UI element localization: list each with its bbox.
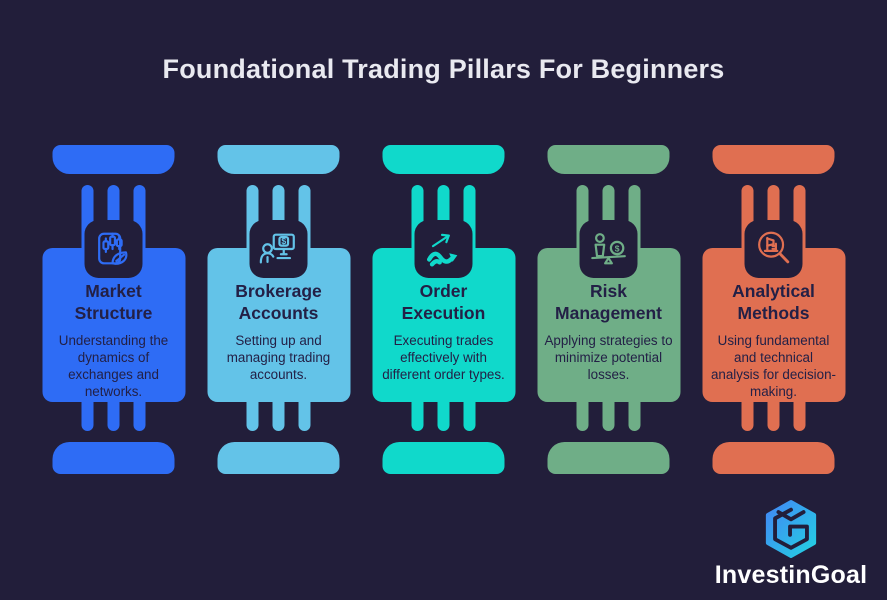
pillar-column-bar (133, 402, 146, 431)
pillar-columns-bottom (741, 402, 806, 431)
pillar-cap-top (52, 145, 175, 174)
pillar-cap-bottom (52, 442, 175, 474)
pillar-column-bar (298, 402, 311, 431)
order-arrows-icon (426, 233, 458, 267)
pillar-icon-box: $ (579, 220, 638, 278)
svg-text:$: $ (281, 236, 286, 246)
pillar-cap-bottom (382, 442, 505, 474)
pillar-column-bar (463, 402, 476, 431)
pillar-order-execution: Order Execution Executing trades effecti… (372, 145, 515, 475)
pillar-card-title: Risk Management (555, 281, 662, 324)
pillar-card-title: Order Execution (401, 281, 486, 324)
pillar-card-title: Brokerage Accounts (235, 281, 322, 324)
pillar-icon-box (414, 220, 473, 278)
pillars-row: Market Structure Understanding the dynam… (42, 145, 845, 475)
pillar-card-description: Applying strategies to minimize potentia… (544, 333, 673, 382)
brand-block: InvestinGoal (703, 499, 879, 590)
pillar-icon-box (744, 220, 803, 278)
pillar-column-bar (767, 402, 780, 431)
pillar-columns-bottom (411, 402, 476, 431)
pillar-card-description: Understanding the dynamics of exchanges … (58, 333, 169, 399)
balance-scale-icon: $ (591, 233, 626, 265)
candlestick-chart-icon (98, 232, 128, 265)
pillar-columns-bottom (576, 402, 641, 431)
pillar-card-description: Setting up and managing trading accounts… (226, 333, 331, 382)
pillar-column-bar (793, 402, 806, 431)
pillar-card-title: Market Structure (74, 281, 153, 324)
pillar-icon-box: $ (249, 220, 308, 278)
pillar-icon-box (84, 220, 143, 278)
svg-text:$: $ (615, 243, 620, 253)
pillar-column-bar (437, 402, 450, 431)
pillar-cap-top (712, 145, 835, 174)
pillar-cap-top (547, 145, 670, 174)
pillar-columns-bottom (246, 402, 311, 431)
pillar-column-bar (411, 402, 424, 431)
pillar-column-bar (602, 402, 615, 431)
pillar-card-description: Using fundamental and technical analysis… (710, 333, 837, 399)
pillar-column-bar (81, 402, 94, 431)
pillar-cap-bottom (547, 442, 670, 474)
infographic-title: Foundational Trading Pillars For Beginne… (162, 54, 725, 84)
pillar-cap-bottom (217, 442, 340, 474)
pillar-column-bar (576, 402, 589, 431)
pillar-risk-management: Risk Management Applying strategies to m… (537, 145, 680, 475)
brand-name: InvestinGoal (714, 561, 868, 589)
pillar-analytical-methods: Analytical Methods Using fundamental and… (702, 145, 845, 475)
pillar-cap-top (382, 145, 505, 174)
pillar-column-bar (741, 402, 754, 431)
pillar-cap-top (217, 145, 340, 174)
investingoal-logo-icon (765, 500, 817, 558)
pillar-column-bar (272, 402, 285, 431)
pillar-column-bar (246, 402, 259, 431)
pillar-card-description: Executing trades effectively with differ… (382, 333, 505, 382)
pillar-card-title: Analytical Methods (732, 281, 815, 324)
pillar-market-structure: Market Structure Understanding the dynam… (42, 145, 185, 475)
magnifier-chart-icon (758, 231, 790, 264)
pillar-brokerage-accounts: Brokerage Accounts Setting up and managi… (207, 145, 350, 475)
pillar-column-bar (107, 402, 120, 431)
pillar-column-bar (628, 402, 641, 431)
pillar-card: Risk Management Applying strategies to m… (537, 248, 680, 402)
pillar-cap-bottom (712, 442, 835, 474)
broker-monitor-icon: $ (259, 233, 295, 264)
pillar-columns-bottom (81, 402, 146, 431)
